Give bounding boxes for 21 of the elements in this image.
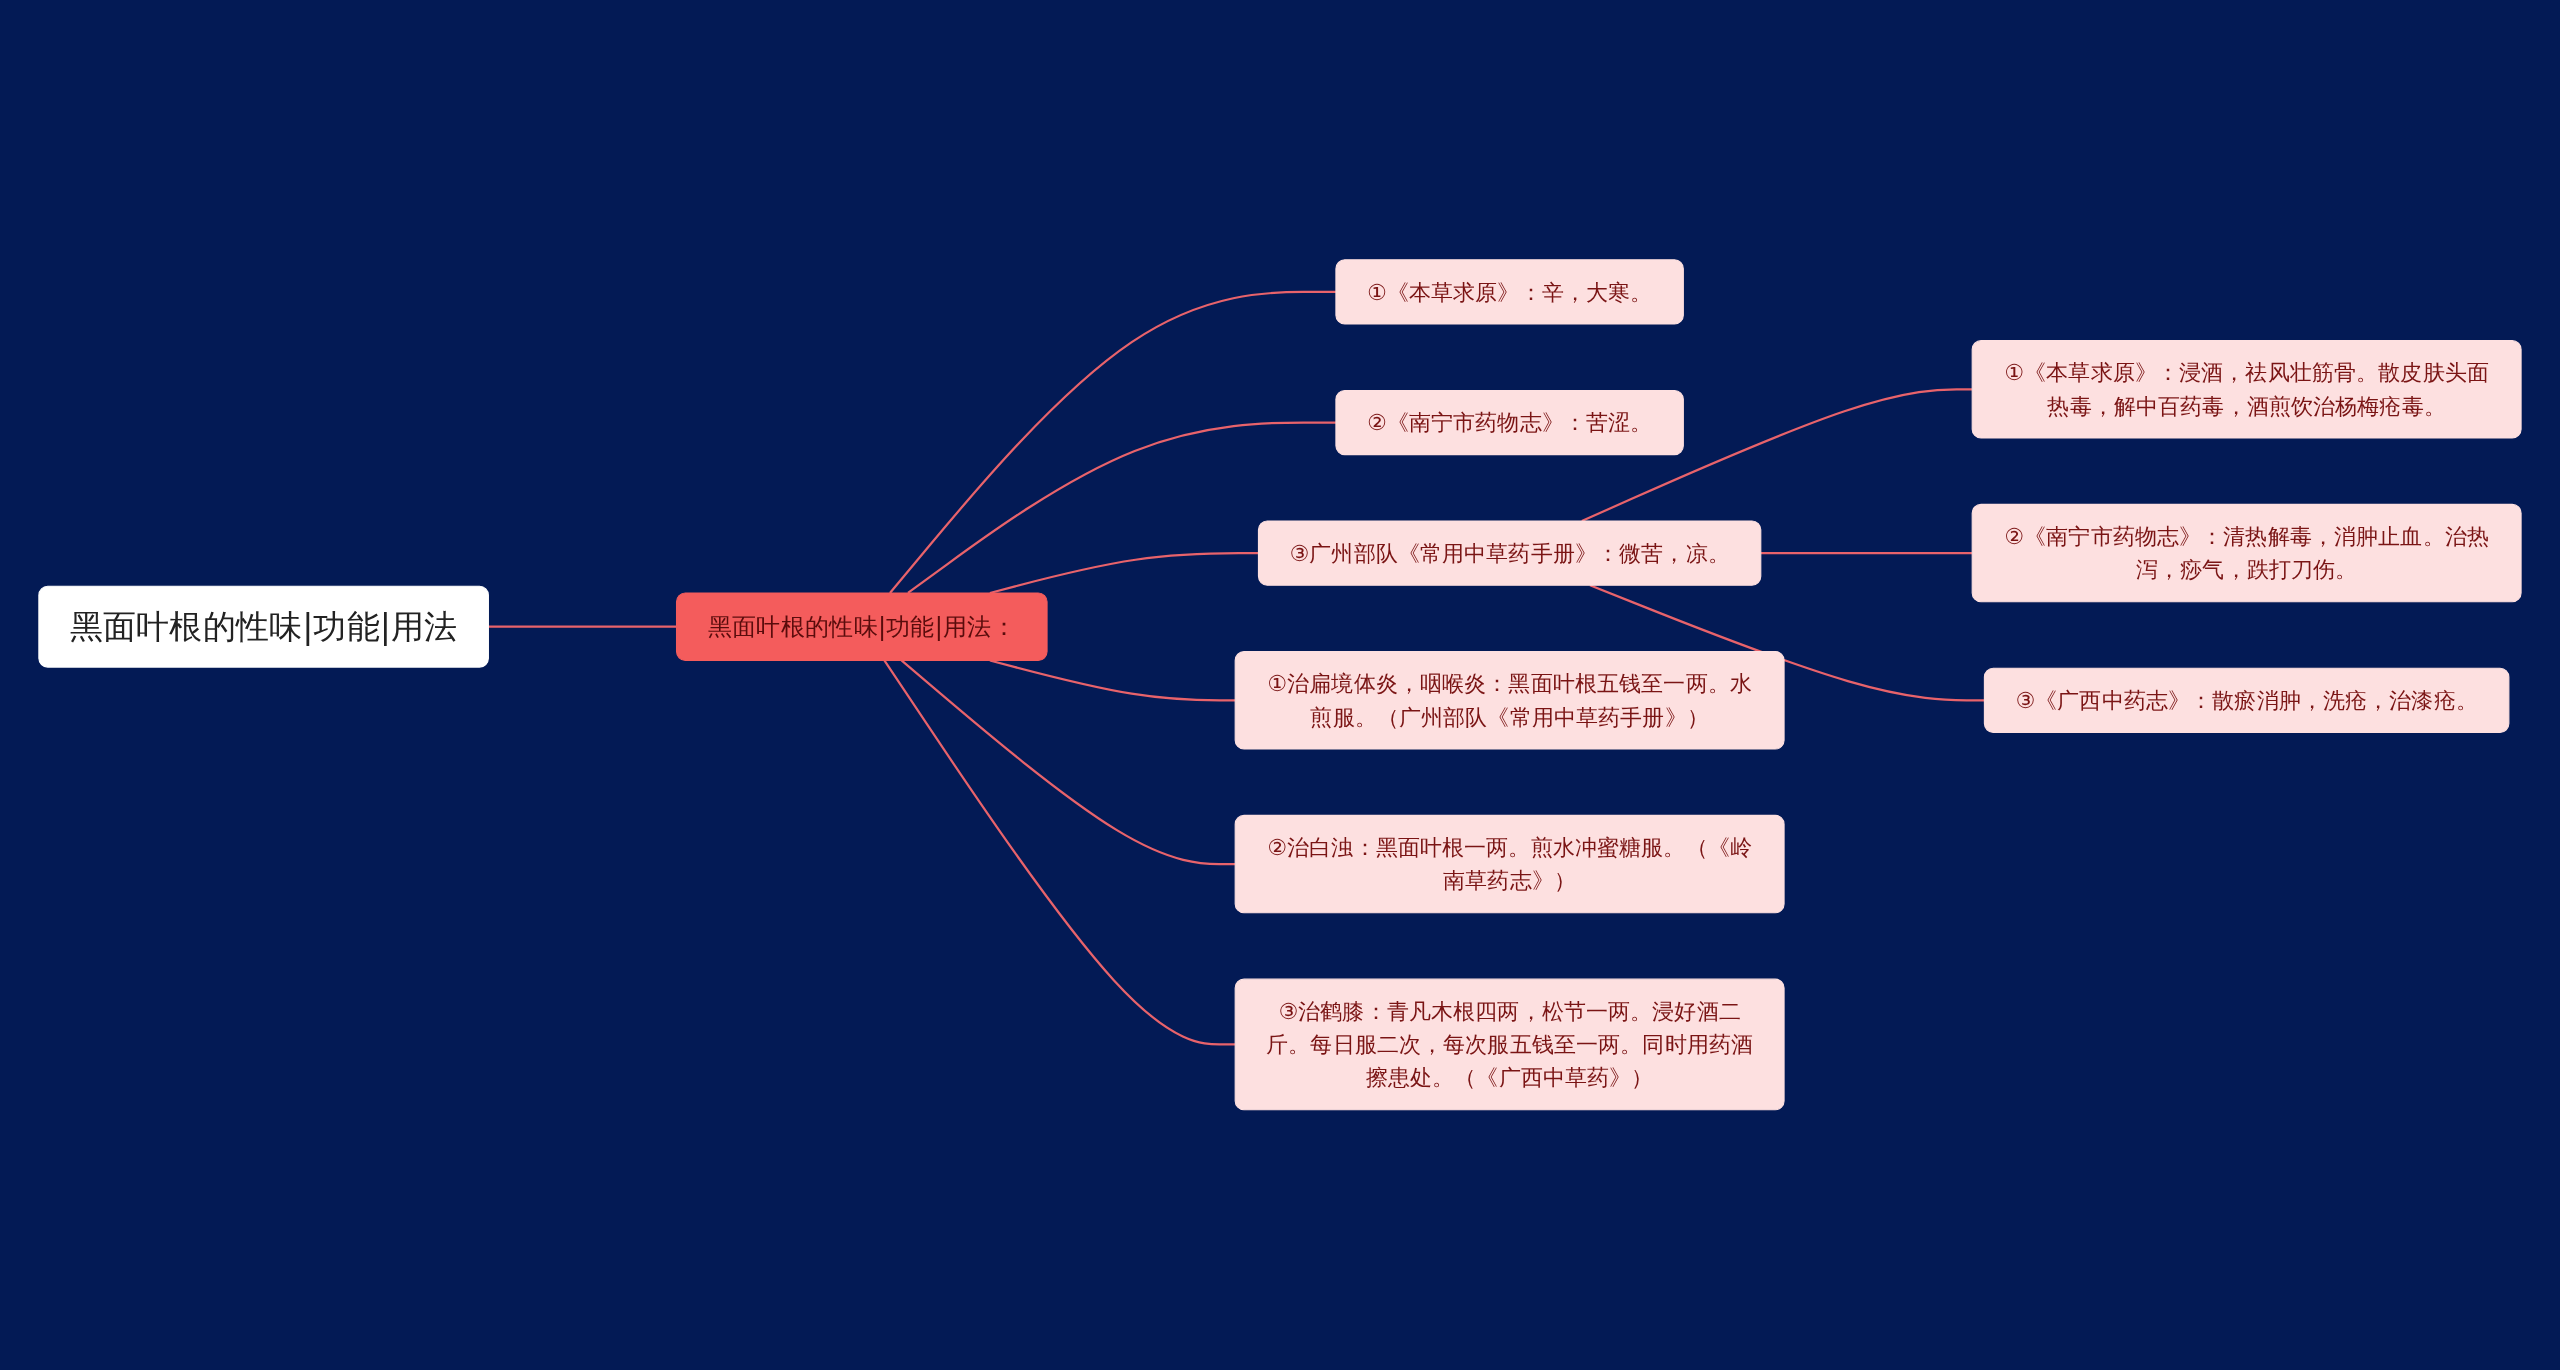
node-box: [1234, 651, 1785, 750]
connector: [907, 421, 1336, 595]
connector: [1760, 552, 1973, 555]
connector: [488, 625, 677, 628]
connector: [989, 552, 1259, 595]
node-box: [1257, 520, 1762, 586]
connector: [889, 291, 1336, 594]
node-box: [1335, 259, 1684, 325]
connector: [900, 659, 1236, 866]
connector: [883, 660, 1236, 1046]
connector: [989, 659, 1236, 702]
node-box: [1971, 504, 2522, 603]
node-box: [676, 592, 1048, 662]
node-box: [1971, 340, 2522, 439]
node-box: [1234, 815, 1785, 914]
node-box: [38, 585, 489, 668]
node-box: [1335, 390, 1684, 456]
connector: [1589, 584, 1985, 702]
node-box: [1234, 978, 1785, 1111]
node-box: [1983, 667, 2510, 734]
connector: [1581, 388, 1973, 523]
